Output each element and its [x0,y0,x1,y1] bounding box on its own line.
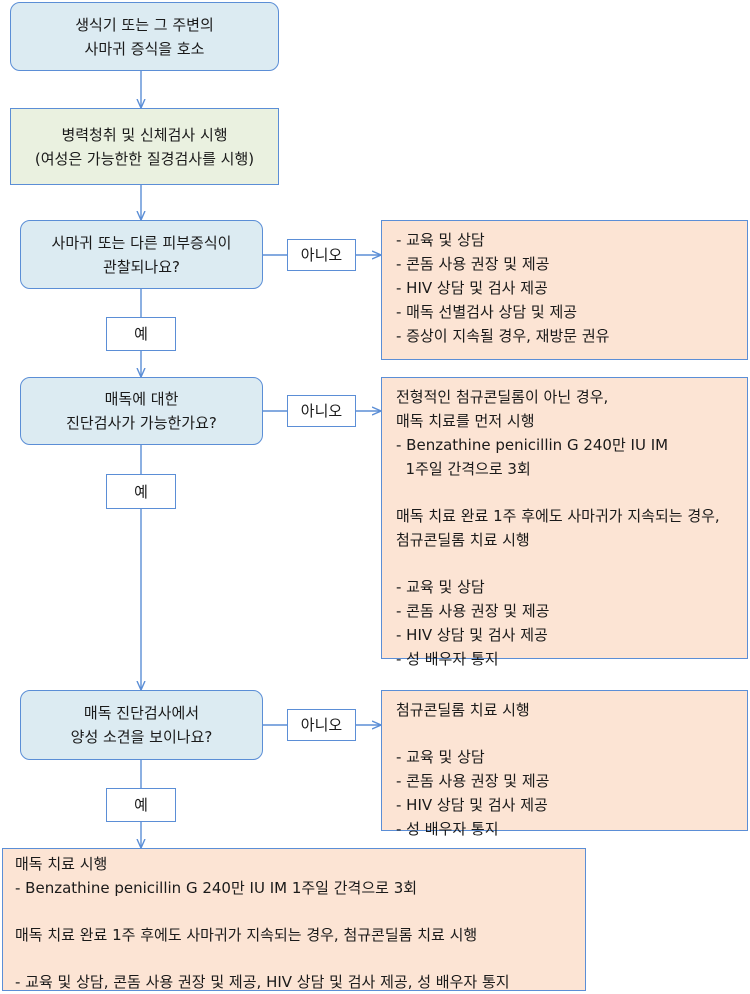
outcome-test-unavailable-line-1: 전형적인 첨규콘딜롬이 아닌 경우, [396,388,609,406]
no-label-q1: 아니오 [287,239,356,271]
outcome-test-unavailable-line-8 [396,552,747,575]
outcome-test-unavailable-line-4: 1주일 간격으로 3회 [396,460,531,478]
question-syphilis-positive-line-1: 매독 진단검사에서 [83,704,200,722]
question-skin-lesion-line-1: 사마귀 또는 다른 피부증식이 [51,233,232,252]
start-node-line-1: 생식기 또는 그 주변의 [75,15,214,34]
outcome-syphilis-positive-line-2: - Benzathine penicillin G 240만 IU IM 1주일… [15,879,418,897]
outcome-syphilis-negative-line-2 [396,722,747,745]
outcome-syphilis-positive-line-5 [15,947,585,970]
outcome-test-unavailable-line-6: 매독 치료 완료 1주 후에도 사마귀가 지속되는 경우, [396,507,720,525]
outcome-no-lesion-line-5: - 증상이 지속될 경우, 재방문 권유 [396,327,610,345]
no-label-q1-text: 아니오 [300,246,343,264]
history-exam-line-2: (여성은 가능한한 질경검사를 시행) [34,149,255,168]
question-syphilis-test-line-2: 진단검사가 가능한가요? [66,414,217,432]
yes-label-q3: 예 [106,788,176,822]
yes-label-q1-text: 예 [134,325,148,343]
history-exam-line-1: 병력청취 및 신체검사 시행 [61,125,228,144]
outcome-syphilis-positive-line-6: - 교육 및 상담, 콘돔 사용 권장 및 제공, HIV 상담 및 검사 제공… [15,973,510,991]
outcome-test-unavailable-line-11: - HIV 상담 및 검사 제공 [396,626,548,644]
start-node: 생식기 또는 그 주변의 사마귀 증식을 호소 [10,2,279,71]
no-label-q2-text: 아니오 [300,402,343,420]
question-syphilis-positive-line-2: 양성 소견을 보이나요? [70,728,213,746]
outcome-no-lesion: - 교육 및 상담 - 콘돔 사용 권장 및 제공 - HIV 상담 및 검사 … [381,220,748,360]
outcome-test-unavailable-line-5 [396,481,747,504]
question-syphilis-positive: 매독 진단검사에서 양성 소견을 보이나요? [20,690,263,760]
outcome-syphilis-positive-line-4: 매독 치료 완료 1주 후에도 사마귀가 지속되는 경우, 첨규콘딜롬 치료 시… [15,926,478,944]
question-skin-lesion: 사마귀 또는 다른 피부증식이 관찰되나요? [20,220,263,289]
question-skin-lesion-line-2: 관찰되나요? [103,257,180,276]
outcome-syphilis-negative-line-3: - 교육 및 상담 [396,748,485,766]
outcome-test-unavailable-line-10: - 콘돔 사용 권장 및 제공 [396,602,550,620]
outcome-no-lesion-line-2: - 콘돔 사용 권장 및 제공 [396,255,550,273]
outcome-syphilis-negative-line-5: - HIV 상담 및 검사 제공 [396,796,548,814]
outcome-no-lesion-line-1: - 교육 및 상담 [396,231,485,249]
question-syphilis-test-line-1: 매독에 대한 [104,390,179,408]
outcome-test-unavailable-line-9: - 교육 및 상담 [396,578,485,596]
outcome-syphilis-negative-line-1: 첨규콘딜롬 치료 시행 [396,701,530,719]
yes-label-q3-text: 예 [134,796,148,814]
outcome-syphilis-positive: 매독 치료 시행 - Benzathine penicillin G 240만 … [2,848,586,991]
outcome-syphilis-negative-line-6: - 성 배우자 통지 [396,820,499,838]
history-exam-node: 병력청취 및 신체검사 시행 (여성은 가능한한 질경검사를 시행) [10,108,279,185]
outcome-test-unavailable-line-2: 매독 치료를 먼저 시행 [396,412,535,430]
outcome-test-unavailable-line-12: - 성 배우자 통지 [396,650,499,668]
yes-label-q2-text: 예 [134,482,148,501]
yes-label-q1: 예 [106,317,176,351]
outcome-syphilis-positive-line-1: 매독 치료 시행 [15,855,108,873]
outcome-test-unavailable-line-3: - Benzathine penicillin G 240만 IU IM [396,436,669,454]
outcome-syphilis-negative: 첨규콘딜롬 치료 시행 - 교육 및 상담 - 콘돔 사용 권장 및 제공 - … [381,690,748,838]
yes-label-q2: 예 [106,474,176,509]
outcome-syphilis-positive-line-3 [15,900,585,923]
outcome-no-lesion-line-4: - 매독 선별검사 상담 및 제공 [396,303,578,321]
outcome-no-lesion-line-3: - HIV 상담 및 검사 제공 [396,279,548,297]
no-label-q3: 아니오 [287,709,356,741]
outcome-test-unavailable-line-7: 첨규콘딜롬 치료 시행 [396,531,530,549]
outcome-syphilis-negative-line-4: - 콘돔 사용 권장 및 제공 [396,772,550,790]
no-label-q2: 아니오 [287,395,356,427]
outcome-test-unavailable: 전형적인 첨규콘딜롬이 아닌 경우, 매독 치료를 먼저 시행 - Benzat… [381,377,748,668]
question-syphilis-test-available: 매독에 대한 진단검사가 가능한가요? [20,377,263,445]
start-node-line-2: 사마귀 증식을 호소 [84,39,205,58]
no-label-q3-text: 아니오 [300,716,343,734]
